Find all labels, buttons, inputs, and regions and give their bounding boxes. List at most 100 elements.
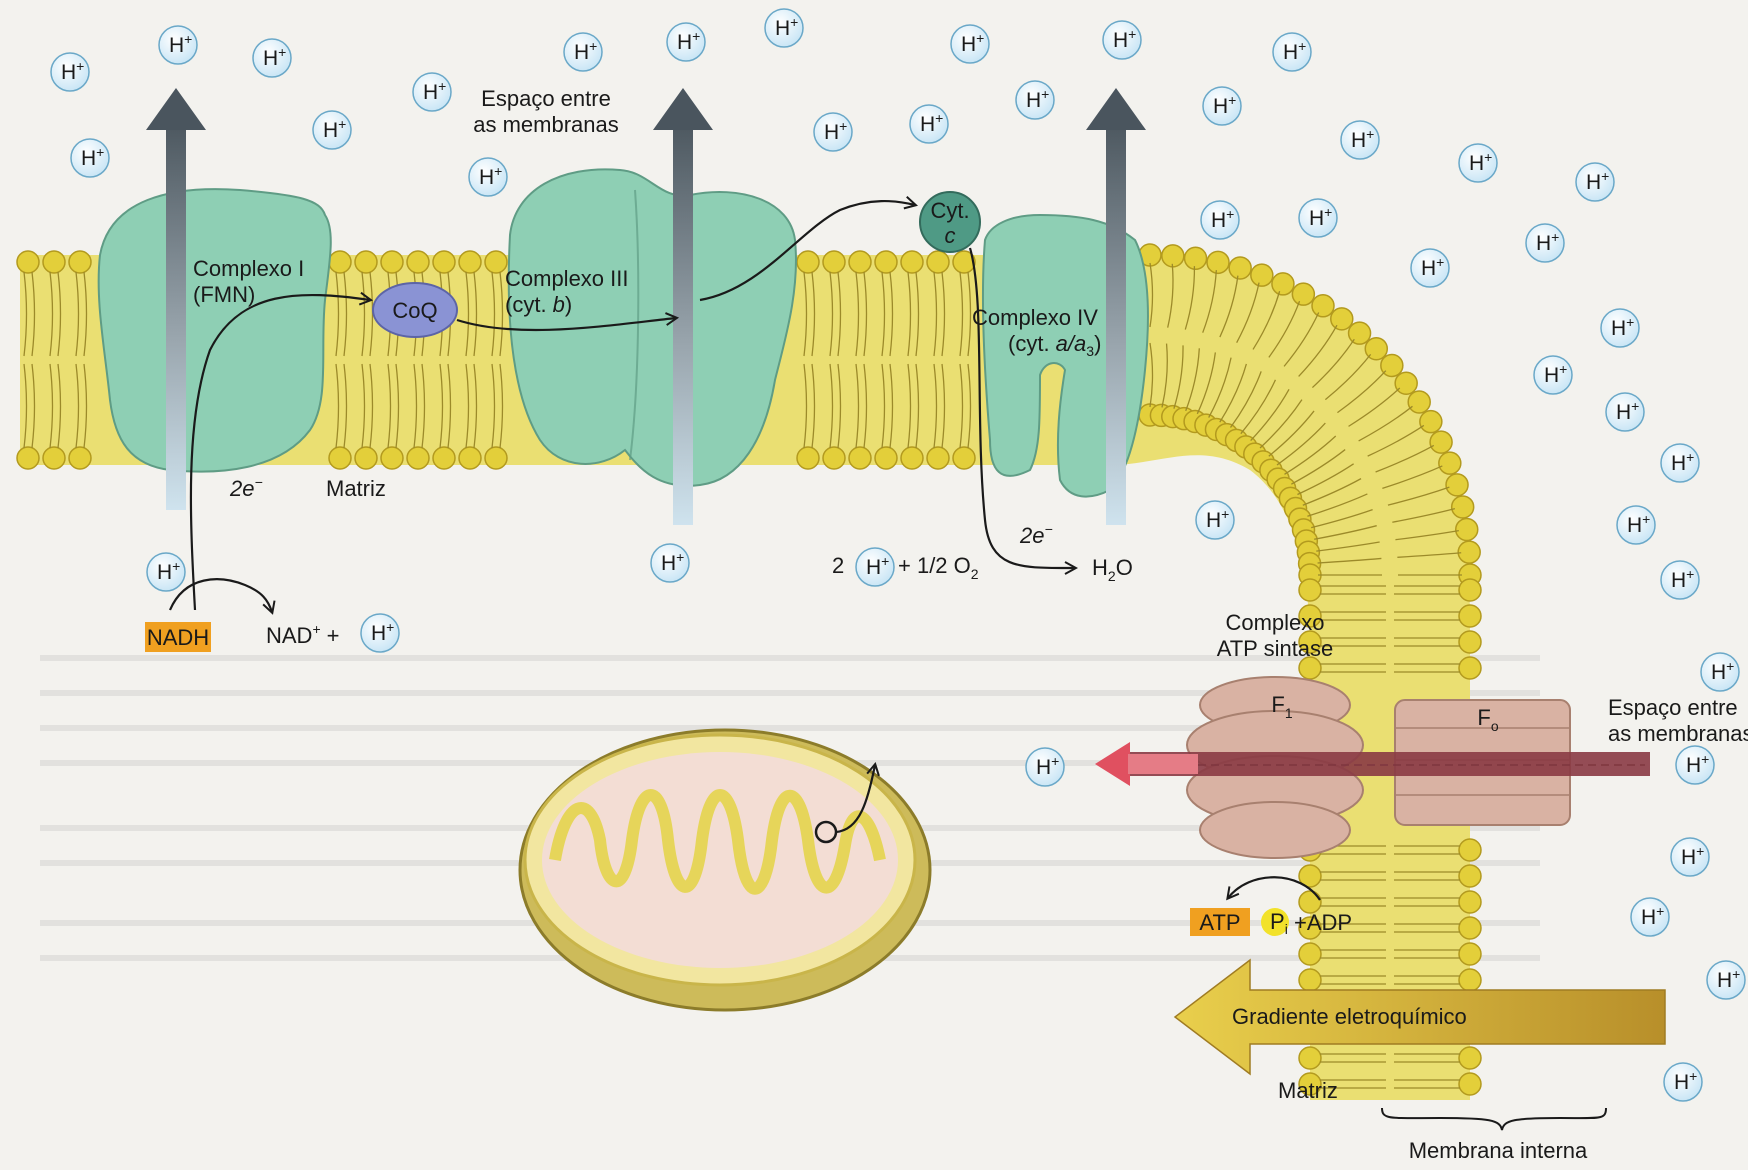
reaction-oxygen: + 1/2 O2 <box>898 553 979 582</box>
adp-label: +ADP <box>1294 910 1352 935</box>
atp-synthase-label-2: ATP sintase <box>1217 636 1334 661</box>
h-ion: H+ <box>1576 163 1614 201</box>
complex-i-protein <box>99 189 331 472</box>
lipid-head <box>407 251 429 273</box>
lipid-head <box>329 251 351 273</box>
h-ion: H+ <box>253 39 291 77</box>
lipid-head <box>433 447 455 469</box>
h-ion: H+ <box>1196 501 1234 539</box>
lipid-head <box>1299 943 1321 965</box>
lipid-head <box>1459 891 1481 913</box>
lipid-head <box>1229 257 1251 279</box>
lipid-head <box>329 447 351 469</box>
lipid-head <box>901 251 923 273</box>
h-ion: H+ <box>1676 746 1714 784</box>
lipid-head <box>1452 496 1474 518</box>
lipid-head <box>17 251 39 273</box>
atp-synthase-label-1: Complexo <box>1225 610 1324 635</box>
lipid-head <box>953 447 975 469</box>
lipid-head <box>875 447 897 469</box>
h-ion: H+ <box>1707 961 1745 999</box>
lipid-head <box>797 447 819 469</box>
lipid-head <box>69 447 91 469</box>
lipid-head <box>1459 839 1481 861</box>
cyt-c-label-1: Cyt. <box>930 198 969 223</box>
lipid-head <box>1459 865 1481 887</box>
h-ion: H+ <box>1631 898 1669 936</box>
h-ion: H+ <box>667 23 705 61</box>
h-ion: H+ <box>1273 33 1311 71</box>
h-ion: H+ <box>1299 199 1337 237</box>
lipid-head <box>1162 245 1184 267</box>
complex-i-label-1: Complexo I <box>193 256 304 281</box>
inner-membrane-label: Membrana interna <box>1409 1138 1588 1163</box>
h-ion: H+ <box>1459 144 1497 182</box>
h-ion: H+ <box>51 53 89 91</box>
matrix-label-right: Matriz <box>1278 1078 1338 1103</box>
lipid-head <box>849 447 871 469</box>
electrons-label-right: 2e− <box>1019 521 1053 548</box>
lipid-head <box>1272 273 1294 295</box>
lipid-head <box>901 447 923 469</box>
h-ion: H+ <box>159 26 197 64</box>
lipid-head <box>1459 579 1481 601</box>
lipid-head <box>381 447 403 469</box>
lipid-head <box>1299 1047 1321 1069</box>
lipid-head <box>1292 283 1314 305</box>
h-ion: H+ <box>413 73 451 111</box>
h-ion: H+ <box>814 113 852 151</box>
h-ion: H+ <box>856 548 894 586</box>
lipid-head <box>1459 631 1481 653</box>
lipid-head <box>459 447 481 469</box>
h-ion: H+ <box>1203 87 1241 125</box>
h-ion: H+ <box>1671 838 1709 876</box>
lipid-head <box>1459 657 1481 679</box>
complex-iii-label-2: (cyt. b) <box>505 292 572 317</box>
h-ion: H+ <box>1526 224 1564 262</box>
intermembrane-label-line2: as membranas <box>473 112 619 137</box>
lipid-head <box>823 251 845 273</box>
lipid-head <box>433 251 455 273</box>
electrons-label-left: 2e− <box>229 474 263 501</box>
inner-membrane-bracket <box>1382 1108 1606 1130</box>
lipid-head <box>927 447 949 469</box>
h-ion: H+ <box>765 9 803 47</box>
h-ion: H+ <box>147 553 185 591</box>
lipid-head <box>1299 579 1321 601</box>
h-ion: H+ <box>1617 506 1655 544</box>
nad-plus-label: NAD++ <box>266 621 340 648</box>
lipid-head <box>1459 605 1481 627</box>
lipid-head <box>43 251 65 273</box>
f1-subunit <box>1200 802 1350 858</box>
h-ion: H+ <box>910 105 948 143</box>
reaction-coefficient: 2 <box>832 553 844 578</box>
h-ion: H+ <box>469 158 507 196</box>
lipid-head <box>459 251 481 273</box>
complex-i-label-2: (FMN) <box>193 282 255 307</box>
gradient-label: Gradiente eletroquímico <box>1232 1004 1467 1029</box>
lipid-head <box>927 251 949 273</box>
h-ion: H+ <box>1661 561 1699 599</box>
lipid-head <box>797 251 819 273</box>
h-ion: H+ <box>1341 121 1379 159</box>
lipid-head <box>355 447 377 469</box>
lipid-head <box>355 251 377 273</box>
complex-iii-protein <box>509 169 796 485</box>
lipid-head <box>1446 474 1468 496</box>
h-ion: H+ <box>951 25 989 63</box>
h-ion: H+ <box>1103 21 1141 59</box>
lipid-head <box>69 251 91 273</box>
lipid-head <box>485 251 507 273</box>
cyt-c-label-2: c <box>945 223 956 248</box>
complex-iv-label-1: Complexo IV <box>972 305 1098 330</box>
lipid-head <box>1207 251 1229 273</box>
lipid-head <box>1459 917 1481 939</box>
h-ion: H+ <box>313 111 351 149</box>
lipid-head <box>43 447 65 469</box>
h-ion: H+ <box>1411 249 1449 287</box>
coq-label: CoQ <box>392 298 437 323</box>
intermembrane-right-line2: as membranas <box>1608 721 1748 746</box>
lipid-head <box>1459 943 1481 965</box>
lipid-head <box>1459 1073 1481 1095</box>
